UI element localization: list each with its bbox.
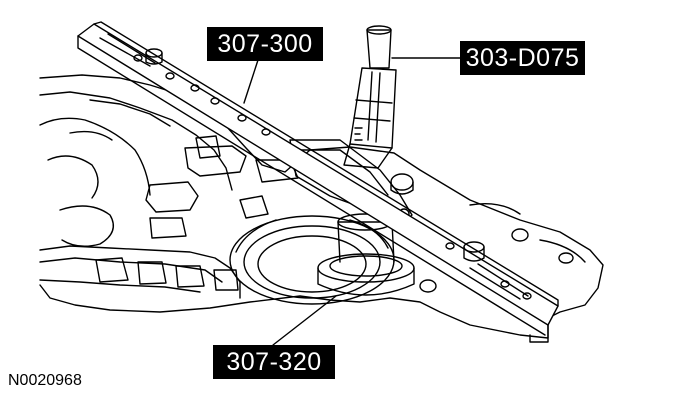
clutch-housing xyxy=(229,215,395,305)
callout-label-gauge-adapter: 307-320 xyxy=(213,345,335,379)
callout-label-straightedge: 307-300 xyxy=(207,27,323,61)
bar-pins xyxy=(145,48,485,262)
case-bosses xyxy=(390,173,586,293)
transmission-case xyxy=(39,74,604,339)
bar-holes xyxy=(133,54,532,300)
leader-lines xyxy=(243,57,461,346)
figure-reference-id: N0020968 xyxy=(8,372,82,389)
case-ribs xyxy=(95,135,299,291)
straightedge-bar xyxy=(77,21,559,343)
depth-micrometer xyxy=(343,25,397,169)
callout-label-micrometer: 303-D075 xyxy=(460,41,585,75)
